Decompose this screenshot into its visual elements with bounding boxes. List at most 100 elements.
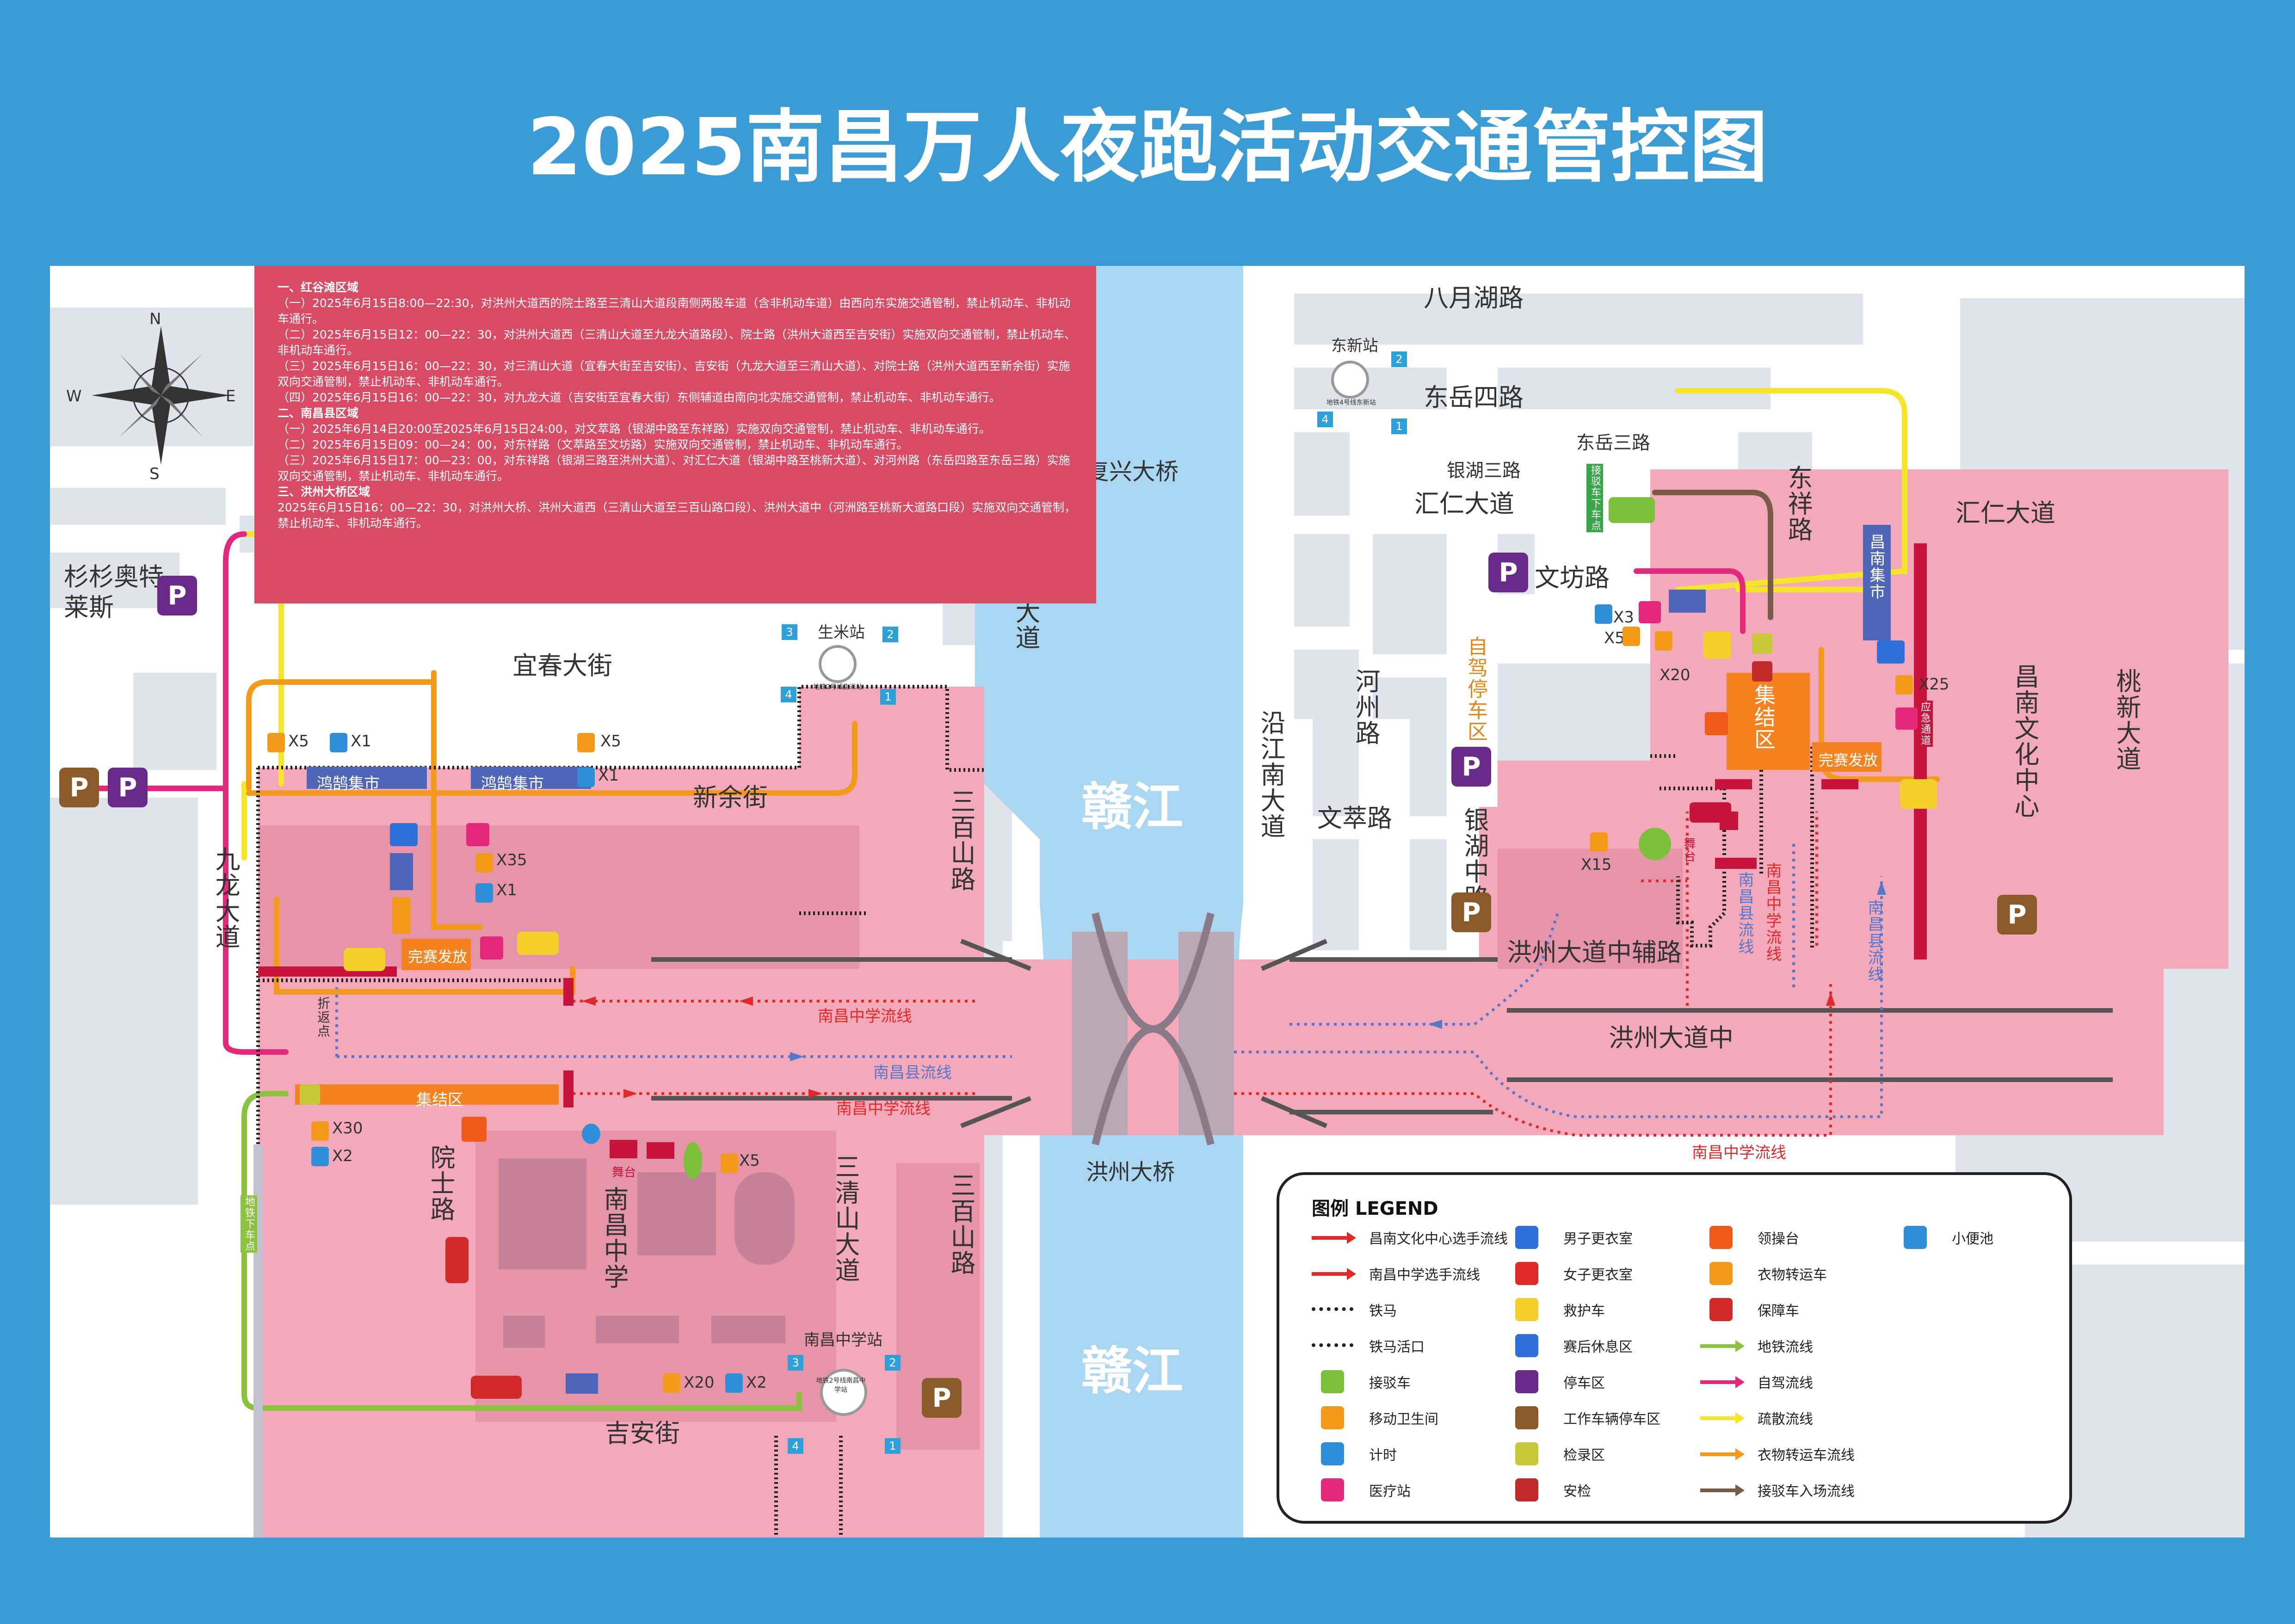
legend-line-symbol xyxy=(1307,1226,1358,1249)
legend-label: 检录区 xyxy=(1563,1447,1605,1464)
legend-barrier-symbol xyxy=(1307,1334,1358,1357)
runner-icon xyxy=(1709,1226,1733,1249)
legend-icon-symbol xyxy=(1307,1478,1358,1501)
toilet-count: X30 xyxy=(332,1119,363,1138)
parking-icon[interactable]: P xyxy=(922,1378,962,1418)
shengmi-station-label: 生米站 xyxy=(818,623,865,642)
self-drive-parking-label: 自驾停车区 xyxy=(1464,636,1487,742)
toilet-icon xyxy=(1623,627,1640,646)
legend-item: 衣物转运车流线 xyxy=(1696,1440,1890,1468)
legend-item: 昌南文化中心选手流线 xyxy=(1307,1224,1508,1251)
legend-label: 女子更衣室 xyxy=(1563,1267,1633,1283)
timer-icon xyxy=(582,1124,600,1144)
dongxin-station-label: 东新站 xyxy=(1331,337,1378,355)
legend-line-symbol xyxy=(1307,1262,1358,1285)
legend-icon-symbol xyxy=(1696,1298,1746,1321)
dongxin-exit-1: 1 xyxy=(1391,418,1407,434)
legend-icon-symbol xyxy=(1501,1334,1552,1357)
legend-item: 自驾流线 xyxy=(1696,1368,1890,1396)
road-hongzhou-bridge: 洪州大桥 xyxy=(1086,1159,1175,1185)
road-dongyue3: 东岳三路 xyxy=(1576,432,1650,454)
legend-icon-symbol xyxy=(1307,1406,1358,1429)
legend-item: 女子更衣室 xyxy=(1501,1260,1696,1287)
road-huiren-west: 汇仁大道 xyxy=(1414,489,1514,518)
parking-icon xyxy=(1515,1370,1538,1393)
road-wenfang: 文坊路 xyxy=(1535,563,1610,592)
legend-item: 赛后休息区 xyxy=(1501,1332,1696,1359)
legend-icon-symbol xyxy=(1501,1370,1552,1393)
legend-label: 铁马活口 xyxy=(1369,1339,1425,1355)
legend-label: 小便池 xyxy=(1952,1231,1993,1247)
dongxin-exit-2: 2 xyxy=(1391,351,1407,367)
runner-routes xyxy=(573,812,1832,1137)
barrier-swatch xyxy=(1312,1343,1353,1347)
notice-line: （四）2025年6月15日16：00—22：30，对九龙大道（吉安街至宜春大街）… xyxy=(278,391,1001,404)
urinal-count: X1 xyxy=(496,881,517,899)
road-bayuehu: 八月湖路 xyxy=(1424,283,1524,313)
notice-line: 2025年6月15日16：00—22：30，对洪州大桥、洪州大道西（三清山大道至… xyxy=(278,501,1076,530)
medical-icon xyxy=(466,823,489,846)
rest-area-icon xyxy=(1877,640,1905,664)
legend-item: 铁马 xyxy=(1307,1296,1501,1323)
parking-icon[interactable]: P xyxy=(1997,895,2037,935)
honghu-market-1 xyxy=(307,767,427,789)
shengmi-station-badge: 地铁2号线生米站 xyxy=(813,683,863,691)
parking-icon[interactable]: P xyxy=(1451,747,1491,787)
notice-line: （二）2025年6月15日09：00—24：00，对东祥路（文萃路至文坊路）实施… xyxy=(278,438,908,451)
hongzhou-bridge-structure xyxy=(1072,912,1234,1145)
urinal-count: X3 xyxy=(1613,608,1634,627)
ambulance-icon xyxy=(517,932,559,955)
compass-east: E xyxy=(226,387,236,406)
map-area[interactable]: N S W E 八月湖路 东岳四路 东岳三路 银湖三路 复兴大桥 汇仁大道 汇仁… xyxy=(50,266,2245,1538)
finish-block-east xyxy=(1812,742,1882,772)
road-hongzhou-zhong: 洪州大道中 xyxy=(1609,1023,1734,1052)
legend-label: 计时 xyxy=(1369,1447,1397,1464)
map-canvas xyxy=(50,266,2245,1538)
compass-north: N xyxy=(149,310,161,328)
legend-item: 南昌中学选手流线 xyxy=(1307,1260,1501,1287)
legend-label: 领操台 xyxy=(1758,1231,1799,1247)
security-check-icon xyxy=(684,1142,702,1179)
notice-line: （三）2025年6月15日16：00—22：30，对三清山大道（宜春大街至吉安街… xyxy=(278,359,1070,388)
clothes-transfer-bus-icon xyxy=(392,897,411,934)
parking-icon[interactable]: P xyxy=(157,576,197,615)
road-dongxiang: 东祥路 xyxy=(1783,465,1813,542)
legend-label: 医疗站 xyxy=(1369,1483,1411,1500)
parking-icon[interactable]: P xyxy=(1451,892,1491,932)
legend-label: 赛后休息区 xyxy=(1563,1339,1633,1355)
urinal-count: X1 xyxy=(598,766,619,785)
urinal-count: X1 xyxy=(351,732,371,750)
medical-icon xyxy=(1895,707,1918,730)
legend-item: 停车区 xyxy=(1501,1368,1696,1396)
parking-icon[interactable]: P xyxy=(1488,553,1528,592)
honghu-market-2-label: 鸿鹄集市 xyxy=(481,775,544,793)
stage-east-label: 舞台 xyxy=(1682,837,1696,863)
dongxin-exit-4: 4 xyxy=(1317,412,1333,427)
parking-icon[interactable]: P xyxy=(59,768,99,807)
legend-label: 保障车 xyxy=(1758,1303,1799,1319)
parking-icon xyxy=(1515,1406,1538,1429)
road-yanjiang: 沿江南大道 xyxy=(1256,710,1285,839)
legend-label: 接驳车 xyxy=(1369,1375,1411,1391)
toilet-icon xyxy=(577,733,595,752)
changing-room-icon xyxy=(566,1373,598,1394)
map-legend: 图例 LEGEND 昌南文化中心选手流线南昌中学选手流线铁马铁马活口接驳车移动卫… xyxy=(1277,1172,2072,1524)
turnaround-point-label: 折返点 xyxy=(315,997,331,1038)
road-yuanshi: 院士路 xyxy=(426,1144,455,1222)
urinal-icon xyxy=(725,1373,743,1393)
legend-line-swatch xyxy=(1700,1448,1745,1460)
bowtie-icon xyxy=(1515,1226,1538,1249)
road-sanqingshan: 三清山大道 xyxy=(831,1154,860,1283)
parking-icon[interactable]: P xyxy=(108,768,148,807)
legend-item: 保障车 xyxy=(1696,1296,1890,1323)
road-xinyu: 新余街 xyxy=(693,783,768,812)
toilet-count: X25 xyxy=(1919,675,1950,694)
legend-icon-symbol xyxy=(1501,1478,1552,1501)
toilet-count: X20 xyxy=(684,1373,715,1392)
ambulance-icon xyxy=(1900,779,1937,809)
check-in-icon xyxy=(1752,634,1772,654)
toilet-icon xyxy=(1655,631,1672,651)
legend-item: 接驳车入场流线 xyxy=(1696,1476,1890,1504)
route-label-ncx-v1: 南昌县流线 xyxy=(1735,872,1754,955)
legend-item: 接驳车 xyxy=(1307,1368,1501,1396)
